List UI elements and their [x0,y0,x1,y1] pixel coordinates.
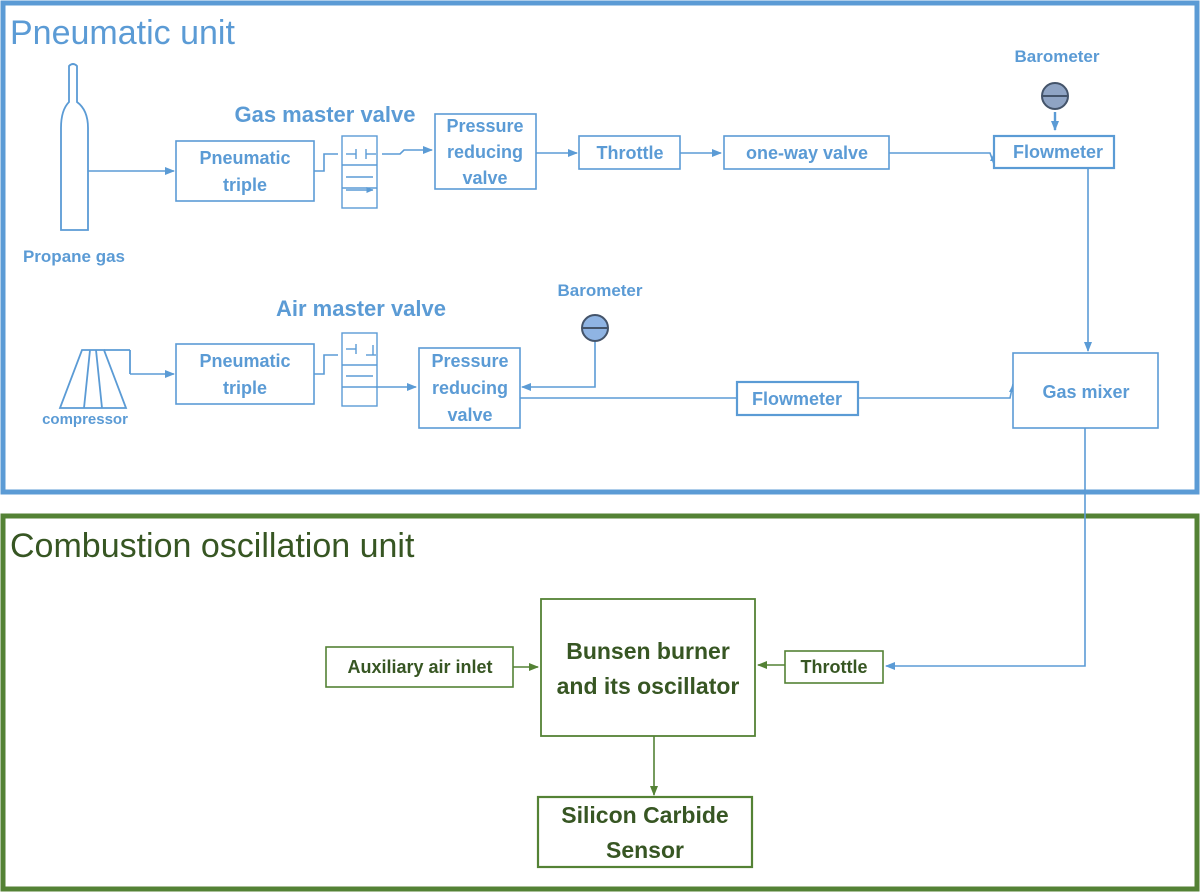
pressure-reducing-air-line1: Pressure [431,351,508,371]
gas-mixer-label: Gas mixer [1042,382,1129,402]
pressure-reducing-air-box[interactable] [418,347,521,429]
propane-gas-bottle-icon [60,63,89,231]
gas-mixer-box[interactable] [1012,352,1159,429]
combustion-unit-title: Combustion oscillation unit [10,527,415,565]
bunsen-burner-line2: and its oscillator [557,673,740,699]
barometer-gas-icon [1041,82,1069,110]
pneumatic-triple-gas-line2: triple [223,175,267,195]
pressure-reducing-air-line2: reducing [432,378,508,398]
line-gas-valve-to-prv [382,146,433,155]
barometer-air-icon [581,314,609,342]
one-way-valve-box[interactable] [723,135,890,170]
pressure-reducing-gas-box[interactable] [434,113,537,190]
flowmeter-gas-box[interactable] [992,134,1116,170]
one-way-valve-label: one-way valve [746,143,868,163]
pressure-reducing-gas-line3: valve [462,168,507,188]
line-mixer-to-throttle [885,428,1086,670]
throttle-gas-label: Throttle [597,143,664,163]
pneumatic-triple-air-line1: Pneumatic [199,351,290,371]
bunsen-burner-line1: Bunsen burner [566,638,730,664]
sic-sensor-box[interactable] [536,795,754,869]
pneumatic-triple-gas-line1: Pneumatic [199,148,290,168]
flowmeter-gas-label: Flowmeter [1013,142,1103,162]
compressor-icon [58,349,131,409]
barometer-air-label: Barometer [557,281,642,300]
compressor-label: compressor [42,411,128,428]
pneumatic-unit-frame [0,0,1200,495]
air-master-valve-label: Air master valve [276,296,446,321]
gas-master-valve-label: Gas master valve [234,102,415,127]
line-oneway-to-flowmeter [889,152,995,165]
pressure-reducing-gas-line1: Pressure [446,116,523,136]
sic-sensor-line1: Silicon Carbide [561,802,728,828]
flowmeter-air-label: Flowmeter [752,389,842,409]
combustion-unit-frame [0,513,1200,892]
auxiliary-air-inlet-label: Auxiliary air inlet [347,657,492,677]
barometer-gas-label: Barometer [1014,47,1099,66]
gas-master-valve-symbol[interactable] [341,135,378,209]
throttle-burner-label: Throttle [801,657,868,677]
sic-sensor-line2: Sensor [606,837,684,863]
pressure-reducing-gas-line2: reducing [447,142,523,162]
line-air-triple-to-valve [314,354,338,375]
pneumatic-triple-air-box[interactable] [175,343,315,405]
line-air-flowmeter-to-mixer [858,383,1014,399]
line-gas-triple-to-valve [314,153,338,172]
auxiliary-air-inlet-box[interactable] [325,646,514,688]
line-barometer-air-to-prv [521,342,596,391]
propane-gas-label: Propane gas [23,247,125,266]
air-master-valve-symbol[interactable] [341,332,378,407]
flowmeter-air-box[interactable] [735,380,860,417]
throttle-burner-box[interactable] [784,650,884,684]
pneumatic-triple-gas-box[interactable] [175,140,315,202]
pneumatic-unit-title: Pneumatic unit [10,14,235,52]
bunsen-burner-box[interactable] [540,598,756,737]
pressure-reducing-air-line3: valve [447,405,492,425]
throttle-gas-box[interactable] [578,135,681,170]
pneumatic-triple-air-line2: triple [223,378,267,398]
